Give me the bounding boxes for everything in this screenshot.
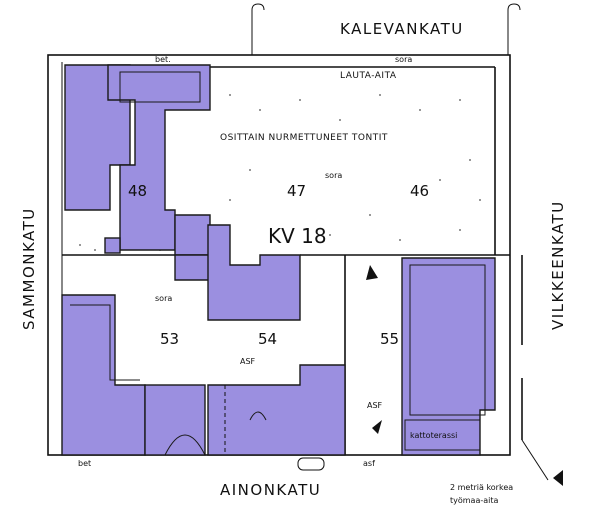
- legend-line-1: 2 metriä korkea: [450, 483, 513, 492]
- building-53-arch: [164, 434, 206, 456]
- street-south: AINONKATU: [220, 481, 321, 499]
- label-asphalt-54: ASF: [240, 357, 256, 366]
- plot-number-46: 46: [410, 182, 429, 200]
- label-asphalt-55: ASF: [367, 401, 383, 410]
- building-plot-53-east: [144, 384, 206, 456]
- label-concrete-bottom: bet: [78, 459, 91, 468]
- car-icon: [297, 457, 325, 471]
- building-54-arch: [249, 411, 267, 421]
- entrance-arrow-north-icon: [366, 265, 378, 280]
- building-plot-47-annex: [174, 214, 211, 256]
- building-55-inner: [409, 264, 486, 416]
- label-gravel-53: sora: [155, 294, 172, 303]
- building-plot-55: [401, 257, 496, 456]
- street-west: SAMMONKATU: [20, 207, 38, 330]
- lamp-post-left-icon: [251, 3, 265, 55]
- label-board-fence: LAUTA-AITA: [340, 71, 397, 81]
- legend-arrow-icon: [553, 470, 563, 486]
- plot-number-54: 54: [258, 330, 277, 348]
- building-plot-47-annex-lower: [174, 254, 211, 281]
- entrance-arrow-south-icon: [372, 420, 382, 434]
- label-asphalt-bottom: asf: [363, 459, 375, 468]
- roof-terrace-area: [404, 419, 481, 451]
- street-east: VILKKEENKATU: [549, 200, 567, 330]
- label-partly-lawned: OSITTAIN NURMETTUNEET TONTIT: [220, 133, 388, 143]
- legend-leader: [521, 439, 549, 481]
- label-gravel-top: sora: [395, 55, 412, 64]
- plot-number-48: 48: [128, 182, 147, 200]
- building-plot-53: [61, 294, 146, 456]
- plot-number-55: 55: [380, 330, 399, 348]
- plot-number-47: 47: [287, 182, 306, 200]
- plot-number-53: 53: [160, 330, 179, 348]
- block-label: KV 18: [268, 224, 327, 248]
- label-concrete-top: bet.: [155, 55, 171, 64]
- lawn-texture: [79, 94, 481, 251]
- label-gravel-47: sora: [325, 171, 342, 180]
- building-48-roof-detail: [119, 71, 201, 103]
- building-53-roof-detail: [70, 304, 140, 381]
- building-plot-54-south: [207, 364, 346, 456]
- building-plot-54-north: [207, 224, 301, 321]
- legend-line-2: työmaa-aita: [450, 496, 499, 505]
- label-roof-terrace: kattoterassi: [410, 431, 457, 440]
- street-north: KALEVANKATU: [340, 20, 464, 38]
- lamp-post-right-icon: [507, 3, 521, 55]
- building-plot-48-shed: [104, 237, 121, 254]
